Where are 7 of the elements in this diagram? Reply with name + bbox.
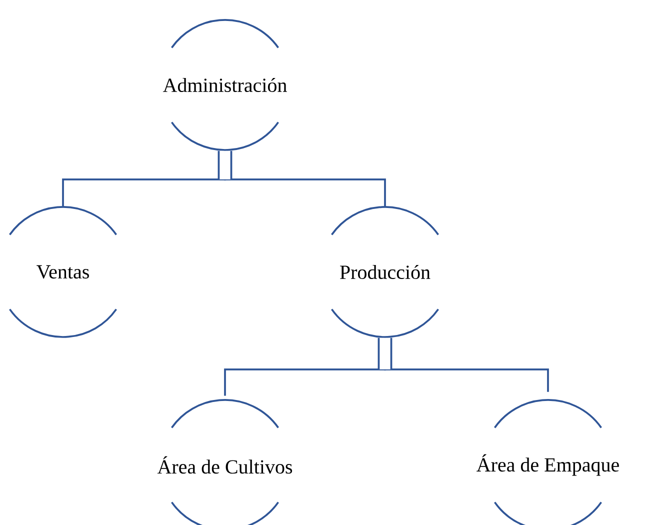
org-unit: Producción bbox=[331, 206, 439, 338]
double-line bbox=[378, 338, 392, 370]
double-line bbox=[218, 150, 232, 180]
org-unit: Administración bbox=[162, 19, 287, 151]
org-unit: Área de Cultivos bbox=[157, 399, 292, 525]
org-unit: Ventas bbox=[9, 206, 117, 338]
org-unit: Área de Empaque bbox=[476, 399, 619, 525]
